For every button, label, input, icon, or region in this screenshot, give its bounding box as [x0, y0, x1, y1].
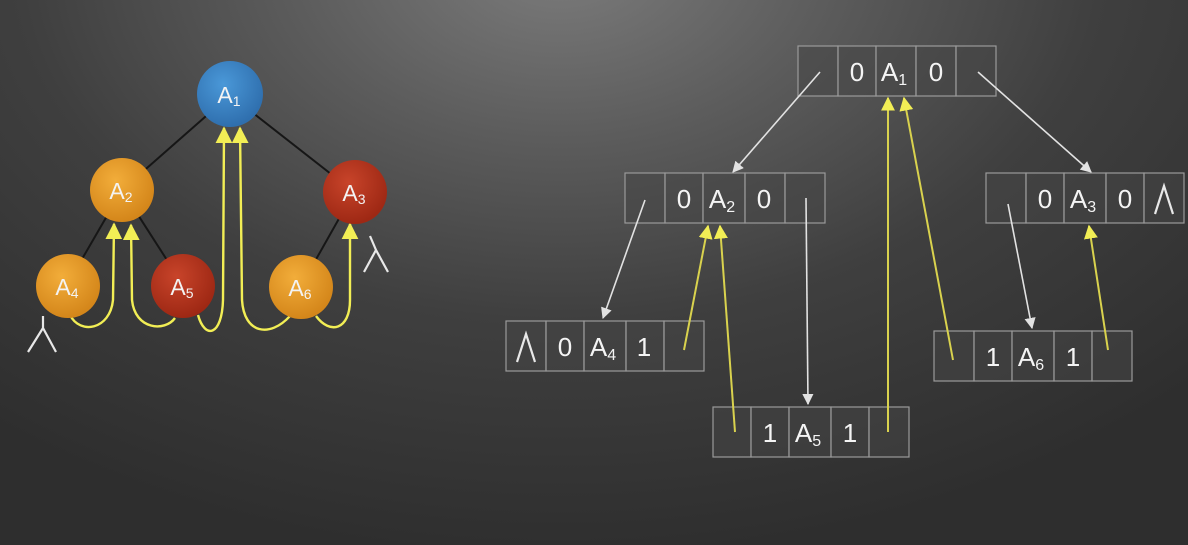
record-a2[interactable]: 0 A2 0	[624, 172, 826, 224]
thread-a6-to-a3	[315, 222, 359, 329]
svg-text:A1: A1	[217, 82, 240, 109]
record-a4-lchild-cell	[505, 320, 547, 372]
record-a2-data-cell	[702, 172, 746, 224]
record-a2-rtag-cell	[744, 172, 786, 224]
record-a4-rtag: 1	[637, 332, 651, 362]
thread-a5-to-a2	[122, 223, 176, 328]
record-a6[interactable]: 1 A6 1	[933, 330, 1133, 382]
thread-a6-to-a1	[231, 126, 291, 331]
null-left-a4	[27, 316, 57, 353]
record-a1[interactable]: 0 A1 0	[797, 45, 997, 97]
record-a5-ltag-cell	[750, 406, 790, 458]
record-a1-data-cell	[875, 45, 917, 97]
record-a1-rtag-cell	[915, 45, 957, 97]
record-a2-rchild-cell	[784, 172, 826, 224]
tree-panel: A1 A2 A3 A4 A5 A6	[27, 61, 389, 353]
record-a2-data: A2	[709, 184, 735, 216]
record-a4-ltag-cell	[545, 320, 585, 372]
thread-a5-left-to-a2	[713, 224, 736, 433]
record-a3-rchild-cell	[1143, 172, 1185, 224]
svg-text:A2: A2	[109, 178, 132, 205]
record-a5-ltag: 1	[763, 418, 777, 448]
record-a6-data-cell	[1011, 330, 1055, 382]
record-a2-rtag: 0	[757, 184, 771, 214]
svg-text:A4: A4	[55, 274, 78, 301]
thread-a6-left-to-a1	[899, 96, 954, 361]
tree-node-a5[interactable]: A5	[151, 254, 215, 318]
record-a2-ltag: 0	[677, 184, 691, 214]
pointer-a2-left-to-a4	[601, 199, 646, 320]
record-a6-rtag-cell	[1053, 330, 1093, 382]
svg-text:A5: A5	[170, 274, 193, 301]
record-a5-data-cell	[788, 406, 832, 458]
record-a1-ltag: 0	[850, 57, 864, 87]
record-a4-rchild-cell	[663, 320, 705, 372]
record-a5-lchild-cell	[712, 406, 752, 458]
record-a3-rtag-cell	[1105, 172, 1145, 224]
pointer-a1-right-to-a3	[977, 71, 1092, 173]
record-a3-data-cell	[1063, 172, 1107, 224]
pointer-a1-left-to-a2	[732, 71, 821, 173]
record-a5-rtag-cell	[830, 406, 870, 458]
record-a5-rtag: 1	[843, 418, 857, 448]
pointer-a3-left-to-a6	[1007, 203, 1036, 330]
tree-node-a2[interactable]: A2	[90, 158, 154, 222]
record-a6-rtag: 1	[1066, 342, 1080, 372]
thread-a4-to-a2	[68, 222, 123, 329]
record-a1-rtag: 0	[929, 57, 943, 87]
record-a6-ltag-cell	[973, 330, 1013, 382]
record-a4-data: A4	[590, 332, 616, 364]
record-a3[interactable]: 0 A3 0	[985, 172, 1185, 224]
null-right-a3	[363, 235, 389, 273]
record-a5-data: A5	[795, 418, 821, 450]
record-a4[interactable]: 0 A4 1	[505, 320, 705, 372]
svg-text:A6: A6	[288, 275, 311, 302]
record-a3-data: A3	[1070, 184, 1096, 216]
svg-text:A3: A3	[342, 180, 365, 207]
pointer-a2-right-to-a5	[802, 197, 814, 406]
thread-a6-right-to-a3	[1083, 224, 1109, 351]
record-a1-ltag-cell	[837, 45, 877, 97]
record-a6-lchild-cell	[933, 330, 975, 382]
record-a6-ltag: 1	[986, 342, 1000, 372]
null-icon	[515, 330, 537, 363]
record-a3-lchild-cell	[985, 172, 1027, 224]
tree-node-a3[interactable]: A3	[323, 160, 387, 224]
thread-a5-to-a1	[196, 126, 233, 333]
record-a6-rchild-cell	[1091, 330, 1133, 382]
record-a1-lchild-cell	[797, 45, 839, 97]
tree-node-a6[interactable]: A6	[269, 255, 333, 319]
record-a3-ltag: 0	[1038, 184, 1052, 214]
records-panel: 0 A1 0 0 A2 0 0 A3 0	[505, 45, 1185, 458]
record-a3-ltag-cell	[1025, 172, 1065, 224]
tree-node-a1[interactable]: A1	[197, 61, 263, 127]
tree-node-a4[interactable]: A4	[36, 254, 100, 318]
thread-a4-right-to-a2	[683, 224, 713, 351]
record-a6-data: A6	[1018, 342, 1044, 374]
record-a4-ltag: 0	[558, 332, 572, 362]
record-a5[interactable]: 1 A5 1	[712, 406, 910, 458]
record-a4-data-cell	[583, 320, 627, 372]
record-a1-rchild-cell	[955, 45, 997, 97]
record-a3-rtag: 0	[1118, 184, 1132, 214]
record-a4-rtag-cell	[625, 320, 665, 372]
null-icon	[1153, 182, 1175, 215]
record-a2-lchild-cell	[624, 172, 666, 224]
record-a1-data: A1	[881, 57, 907, 89]
